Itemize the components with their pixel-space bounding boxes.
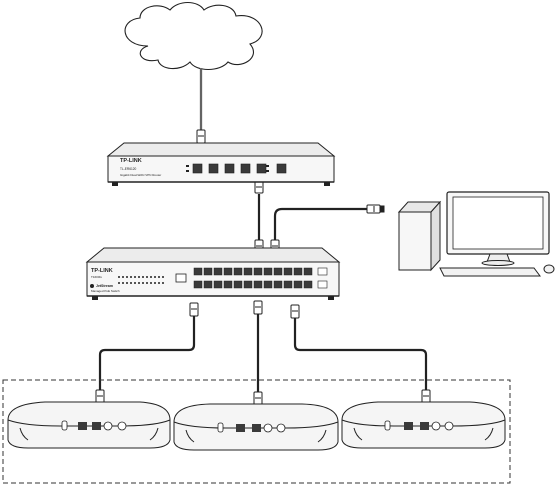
pc-tower <box>399 202 440 270</box>
rj45-connector-icon <box>254 301 262 314</box>
rj45-connector-icon <box>422 390 430 403</box>
switch-badge-label: JetStream <box>96 284 113 288</box>
rj45-connector-icon <box>291 305 299 318</box>
switch-brand-label: TP-LINK <box>91 268 113 274</box>
pc-keyboard <box>440 268 540 276</box>
rj45-connector-icon <box>96 390 104 403</box>
router-brand-label: TP-LINK <box>120 158 142 164</box>
rj45-connector-icon <box>254 392 262 405</box>
internet-cloud-icon <box>125 3 262 70</box>
access-point-icon <box>342 402 505 448</box>
cable-switch-to-ap-right <box>295 318 426 390</box>
pc-monitor <box>447 192 549 266</box>
access-point-icon <box>8 402 170 448</box>
router-device: TP-LINK TL-ER6120 Gigabit Dual-WAN VPN R… <box>108 143 334 186</box>
cable-switch-to-ap-left <box>100 316 194 390</box>
router-subtitle-label: Gigabit Dual-WAN VPN Router <box>120 173 161 177</box>
cable-computer-to-switch <box>275 209 368 246</box>
switch-console-port <box>176 274 186 282</box>
rj45-connector-icon <box>367 205 384 213</box>
jetstream-logo-icon <box>90 284 94 288</box>
rj45-connector-icon <box>190 303 198 316</box>
switch-model-label: T1600G <box>91 275 103 279</box>
pc-mouse <box>544 265 554 273</box>
switch-device: TP-LINK T1600G JetStream Managed PoE Swi… <box>87 248 339 300</box>
switch-subtitle-label: Managed PoE Switch <box>91 289 120 293</box>
desktop-computer-icon <box>399 192 554 276</box>
access-point-icon <box>174 404 338 450</box>
router-model-label: TL-ER6120 <box>120 167 137 171</box>
